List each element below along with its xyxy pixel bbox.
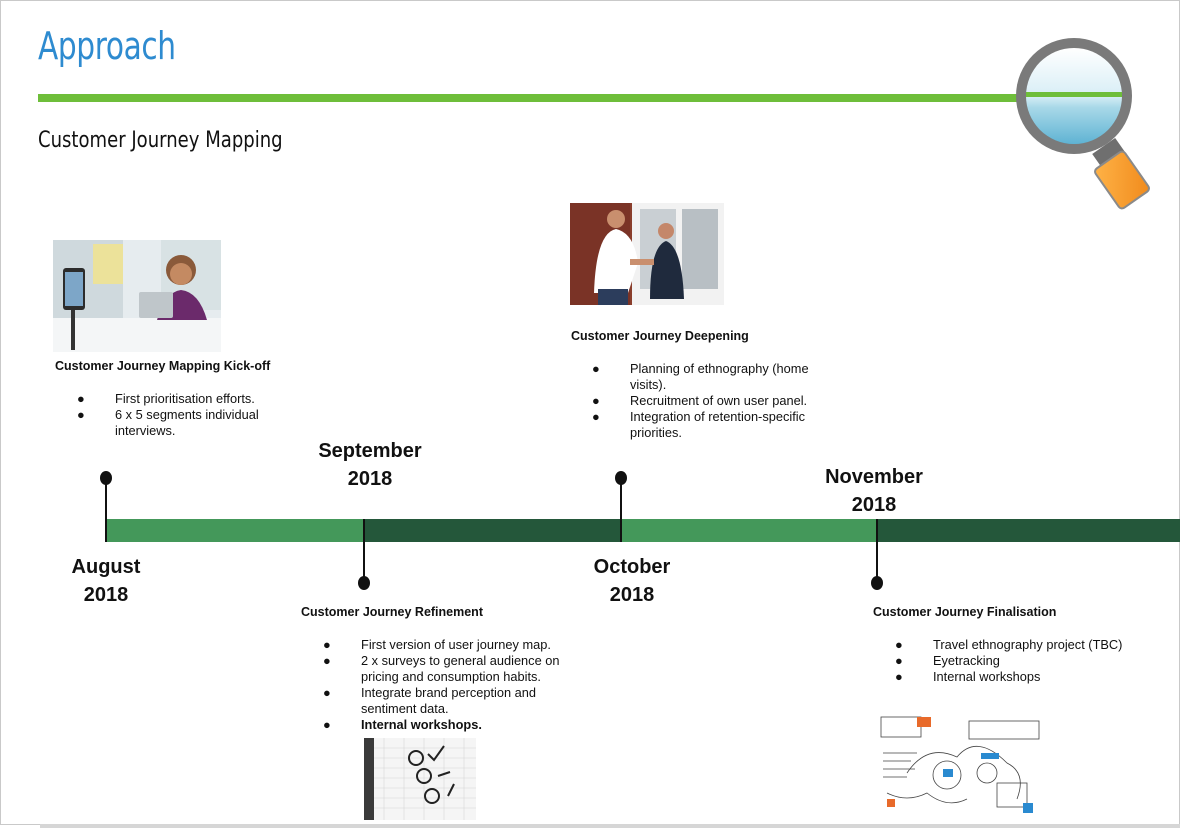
marker-dot-september xyxy=(358,576,370,590)
list-item: ● Planning of ethnography (home visits). xyxy=(592,361,815,393)
bullet-text: 2 x surveys to general audience on prici… xyxy=(361,653,560,684)
bullet-text: Integration of retention-specific priori… xyxy=(630,409,805,440)
bullet-text: First version of user journey map. xyxy=(361,637,551,652)
bullet-text: Integrate brand perception and sentiment… xyxy=(361,685,537,716)
month-label-august: August 2018 xyxy=(66,553,146,609)
bullet-text: Travel ethnography project (TBC) xyxy=(933,637,1123,652)
marker-line-november xyxy=(876,519,878,583)
timeline-segment-october xyxy=(622,519,878,542)
marker-dot-august xyxy=(100,471,112,485)
bullet-marker: ● xyxy=(592,393,600,408)
page-title: Approach xyxy=(38,24,176,68)
month-name: September xyxy=(318,440,422,462)
month-year: 2018 xyxy=(851,494,897,516)
month-name: August xyxy=(71,556,141,578)
phase-bullets-kickoff: ● First prioritisation efforts. ● 6 x 5 se… xyxy=(77,391,290,439)
marker-line-october xyxy=(620,478,622,542)
marker-dot-november xyxy=(871,576,883,590)
list-item: ● Integrate brand perception and sentimen… xyxy=(323,685,576,717)
phase-title-deepening: Customer Journey Deepening xyxy=(571,329,749,343)
bullet-marker: ● xyxy=(592,361,600,376)
month-name: October xyxy=(593,556,671,578)
bullet-marker: ● xyxy=(323,637,331,652)
list-item: ● 6 x 5 segments individual interviews. xyxy=(77,407,290,439)
list-item: ● Recruitment of own user panel. xyxy=(592,393,815,409)
month-label-november: November 2018 xyxy=(814,463,934,519)
marker-line-august xyxy=(105,478,107,542)
marker-line-september xyxy=(363,519,365,583)
bullet-marker: ● xyxy=(323,717,331,732)
woman-video-interview-photo xyxy=(53,240,221,352)
month-year: 2018 xyxy=(83,584,129,606)
bullet-text: 6 x 5 segments individual interviews. xyxy=(115,407,259,438)
list-item: ● Internal workshops xyxy=(895,669,1153,685)
bullet-text: Eyetracking xyxy=(933,653,1000,668)
slide-shadow xyxy=(40,824,1180,828)
list-item: ● Integration of retention-specific prior… xyxy=(592,409,815,441)
bullet-marker: ● xyxy=(323,685,331,700)
month-label-october: October 2018 xyxy=(582,553,682,609)
bullet-marker: ● xyxy=(895,669,903,684)
timeline-segment-august xyxy=(106,519,364,542)
bullet-marker: ● xyxy=(592,409,600,424)
month-year: 2018 xyxy=(609,584,655,606)
phase-title-kickoff: Customer Journey Mapping Kick-off xyxy=(55,359,271,373)
smiley-checklist-notebook-photo xyxy=(364,738,476,820)
section-subtitle: Customer Journey Mapping xyxy=(38,128,283,153)
magnifying-glass-icon xyxy=(1016,38,1150,210)
bullet-marker: ● xyxy=(77,407,85,422)
phase-bullets-deepening: ●Planning of ethnography (home visits). … xyxy=(592,361,815,441)
phase-bullets-finalisation: ● Travel ethnography project (TBC) ● Eyetr… xyxy=(895,637,1153,685)
bullet-text: First prioritisation efforts. xyxy=(115,391,255,406)
list-item: ● First version of user journey map. xyxy=(323,637,576,653)
bullet-marker: ● xyxy=(895,653,903,668)
bullet-marker: ● xyxy=(77,391,85,406)
month-year: 2018 xyxy=(347,468,393,490)
bullet-marker: ● xyxy=(895,637,903,652)
title-divider xyxy=(38,94,1118,102)
bullet-text: Recruitment of own user panel. xyxy=(630,393,808,408)
list-item: ● Internal workshops. xyxy=(323,717,576,733)
list-item: ● Travel ethnography project (TBC) xyxy=(895,637,1153,653)
bullet-text: Internal workshops xyxy=(933,669,1041,684)
sketchnote-journey-map xyxy=(877,713,1047,820)
timeline-segment-november xyxy=(878,519,1180,542)
bullet-text: Internal workshops. xyxy=(361,717,482,732)
list-item: ● 2 x surveys to general audience on pric… xyxy=(323,653,576,685)
list-item: ● First prioritisation efforts. xyxy=(77,391,290,407)
bullet-text: Planning of ethnography (home visits). xyxy=(630,361,809,392)
bullet-marker: ● xyxy=(323,653,331,668)
list-item: ● Eyetracking xyxy=(895,653,1153,669)
month-name: November xyxy=(825,466,923,488)
month-label-september: September 2018 xyxy=(310,437,430,493)
phase-title-finalisation: Customer Journey Finalisation xyxy=(873,605,1057,619)
marker-dot-october xyxy=(615,471,627,485)
phase-bullets-refinement: ● First version of user journey map. ● 2 x… xyxy=(323,637,576,733)
phase-title-refinement: Customer Journey Refinement xyxy=(301,605,483,619)
timeline-segment-september xyxy=(364,519,622,542)
doorstep-handshake-photo xyxy=(570,203,724,305)
